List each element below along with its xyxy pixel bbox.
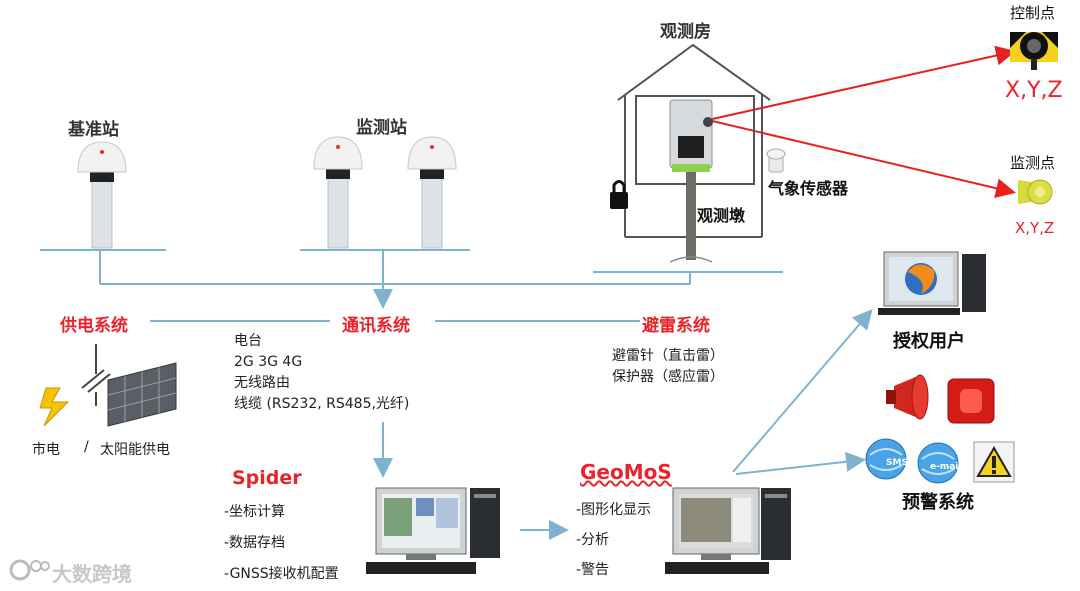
observation-pier-label: 观测墩 xyxy=(697,206,746,225)
watermark-text: 大数跨境 xyxy=(52,562,132,586)
warning-icon xyxy=(973,441,1015,483)
geomos-to-users-arrow xyxy=(732,308,873,473)
sms-label: SMS xyxy=(886,458,908,468)
power-source-separator: / xyxy=(84,439,89,455)
control-point-label: 控制点 xyxy=(1010,4,1056,22)
user-computer-icon xyxy=(878,251,986,315)
sms-globe-icon xyxy=(865,438,907,480)
email-label: e-mail xyxy=(930,462,962,472)
alarm-light-icon xyxy=(947,378,995,424)
monitor-point-xyz: X,Y,Z xyxy=(1015,219,1055,237)
siren-horn-icon xyxy=(886,374,929,420)
observation-house-label: 观测房 xyxy=(660,22,711,42)
comm-item: 线缆 (RS232, RS485,光纤) xyxy=(234,396,410,412)
geomos-title: GeoMoS xyxy=(580,460,672,484)
monitor-station-label: 监测站 xyxy=(356,118,407,138)
lightning-system-title: 避雷系统 xyxy=(642,316,710,336)
control-point-xyz: X,Y,Z xyxy=(1005,78,1063,103)
geomos-item: -警告 xyxy=(576,562,610,578)
alert-system-label: 预警系统 xyxy=(902,492,974,513)
lightning-items: 避雷针（直击雷） 保护器（感应雷） xyxy=(612,346,724,388)
watermark-logo-icon xyxy=(9,559,50,581)
geomos-items: -图形化显示 -分析 -警告 xyxy=(576,495,651,585)
geomos-computer-icon xyxy=(665,487,791,574)
weather-sensor-label: 气象传感器 xyxy=(768,179,849,198)
geomos-item: -图形化显示 xyxy=(576,502,652,518)
comm-system-title: 通讯系统 xyxy=(342,316,410,336)
to-control-point-arrow xyxy=(707,45,1016,121)
comm-item: 电台 xyxy=(234,333,262,349)
base-station-label: 基准站 xyxy=(68,120,119,140)
monitor-antenna-icon xyxy=(313,136,363,249)
geomos-item: -分析 xyxy=(576,532,610,548)
monitor-antenna-icon xyxy=(407,136,457,249)
weather-sensor-icon xyxy=(766,148,786,173)
to-monitor-point-arrow xyxy=(707,119,1016,199)
monitor-prism-icon xyxy=(1018,179,1053,205)
power-system-title: 供电系统 xyxy=(60,316,128,336)
spider-items: -坐标计算 -数据存档 -GNSS接收机配置 xyxy=(224,497,339,590)
comm-item: 2G 3G 4G xyxy=(234,354,303,370)
comm-items: 电台 2G 3G 4G 无线路由 线缆 (RS232, RS485,光纤) xyxy=(234,331,409,415)
lightning-item: 避雷针（直击雷） xyxy=(612,348,724,364)
geomos-to-alert-arrow xyxy=(735,451,866,475)
power-source-solar: 太阳能供电 xyxy=(100,442,170,458)
comm-item: 无线路由 xyxy=(234,375,290,391)
solar-panel-icon xyxy=(39,344,177,427)
power-source-city: 市电 xyxy=(32,442,60,458)
spider-computer-icon xyxy=(366,487,500,574)
spider-item: -坐标计算 xyxy=(224,504,286,520)
spider-title: Spider xyxy=(232,467,302,489)
spider-item: -数据存档 xyxy=(224,535,286,551)
base-antenna-icon xyxy=(77,141,127,249)
authorized-users-label: 授权用户 xyxy=(893,331,965,352)
lightning-item: 保护器（感应雷） xyxy=(612,369,724,385)
monitor-point-label: 监测点 xyxy=(1010,154,1056,172)
email-globe-icon xyxy=(917,442,959,484)
observation-house-icon xyxy=(610,43,771,263)
spider-item: -GNSS接收机配置 xyxy=(224,566,339,582)
control-prism-icon xyxy=(1010,32,1058,70)
